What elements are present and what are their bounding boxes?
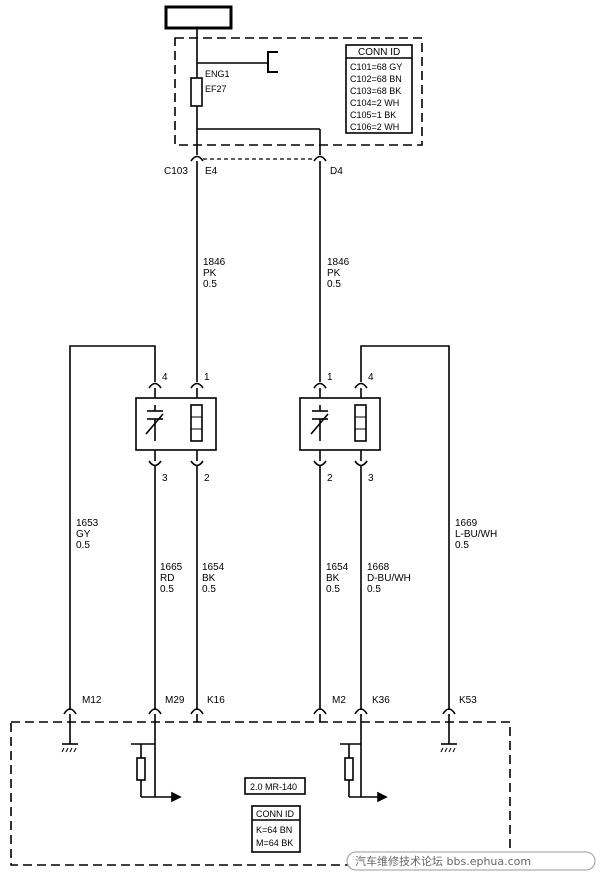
watermark-bar [346, 851, 596, 871]
wire-color: L-BU/WH [455, 529, 497, 540]
pin-label-e4: E4 [205, 166, 218, 177]
sensor-left-pin: 2 [204, 473, 210, 484]
pin-label-d4: D4 [330, 166, 343, 177]
wire-color: PK [203, 268, 217, 279]
sensor-left-pin: 1 [204, 372, 210, 383]
ecm-pin-label: M2 [332, 695, 346, 706]
wire-color: D-BU/WH [367, 573, 411, 584]
wire-circuit: 1669 [455, 518, 478, 529]
sensor-right-pin: 4 [368, 372, 374, 383]
wire-gauge: 0.5 [327, 279, 341, 290]
wire-color: BK [326, 573, 340, 584]
wire-color: RD [160, 573, 174, 584]
connector-pin-e4 [190, 155, 204, 162]
conn-id-top-entry: C104=2 WH [350, 98, 399, 108]
sensor-right-body [299, 397, 381, 451]
top-title-box [164, 5, 233, 30]
wire-color: GY [76, 529, 91, 540]
conn-id-top-entry: C101=68 GY [350, 62, 402, 72]
ecm-pin-label: M12 [82, 695, 102, 706]
wire-color: BK [202, 573, 216, 584]
ecm-enclosure [10, 721, 511, 866]
ecm-conn-id-box [251, 805, 301, 853]
fuse-label-eng1: ENG1 [205, 69, 230, 79]
fuse-label-ef27: EF27 [205, 84, 227, 94]
sensor-right-pin: 3 [368, 473, 374, 484]
wire-gauge: 0.5 [202, 584, 216, 595]
ecm-name-box [244, 777, 306, 795]
conn-id-top-entry: C103=68 BK [350, 86, 401, 96]
wire-circuit: 1653 [76, 518, 99, 529]
connector-pin-d4 [313, 155, 327, 162]
conn-id-top-title: CONN ID [358, 47, 400, 58]
ecm-pin-label: K53 [459, 695, 477, 706]
conn-id-top-entry: C102=68 BN [350, 74, 402, 84]
wire-gauge: 0.5 [203, 279, 217, 290]
wire-circuit: 1654 [202, 562, 225, 573]
wire-gauge: 0.5 [367, 584, 381, 595]
ecm-name: 2.0 MR-140 [250, 782, 297, 792]
ecm-pin-label: K16 [207, 695, 225, 706]
wire-gauge: 0.5 [455, 540, 469, 551]
ecm-pin-label: K36 [372, 695, 390, 706]
conn-id-top-entry: C106=2 WH [350, 122, 399, 132]
wire-gauge: 0.5 [160, 584, 174, 595]
sensor-left-body [135, 397, 217, 451]
ecm-pin-label: M29 [165, 695, 185, 706]
conn-id-top-entry: C105=1 BK [350, 110, 396, 120]
wire-circuit: 1668 [367, 562, 390, 573]
fuse-ef27 [190, 77, 203, 107]
conn-id-top-box [345, 44, 413, 134]
sensor-left-pin: 4 [162, 372, 168, 383]
sensor-right-pin: 1 [327, 372, 333, 383]
wire-circuit: 1846 [203, 257, 226, 268]
wire-circuit: 1665 [160, 562, 183, 573]
wire-color: PK [327, 268, 341, 279]
wire-gauge: 0.5 [326, 584, 340, 595]
connector-label-c103: C103 [164, 166, 188, 177]
wire-circuit: 1654 [326, 562, 349, 573]
ecm-conn-id-title: CONN ID [256, 809, 295, 819]
wire-gauge: 0.5 [76, 540, 90, 551]
sensor-left-pin: 3 [162, 473, 168, 484]
sensor-right-pin: 2 [327, 473, 333, 484]
watermark-text: 汽车维修技术论坛 bbs.ephua.com [355, 854, 531, 868]
wire-circuit: 1846 [327, 257, 350, 268]
fuse-block-enclosure [174, 37, 423, 146]
ecm-conn-id-entry: K=64 BN [256, 825, 292, 835]
ecm-conn-id-entry: M=64 BK [256, 838, 293, 848]
